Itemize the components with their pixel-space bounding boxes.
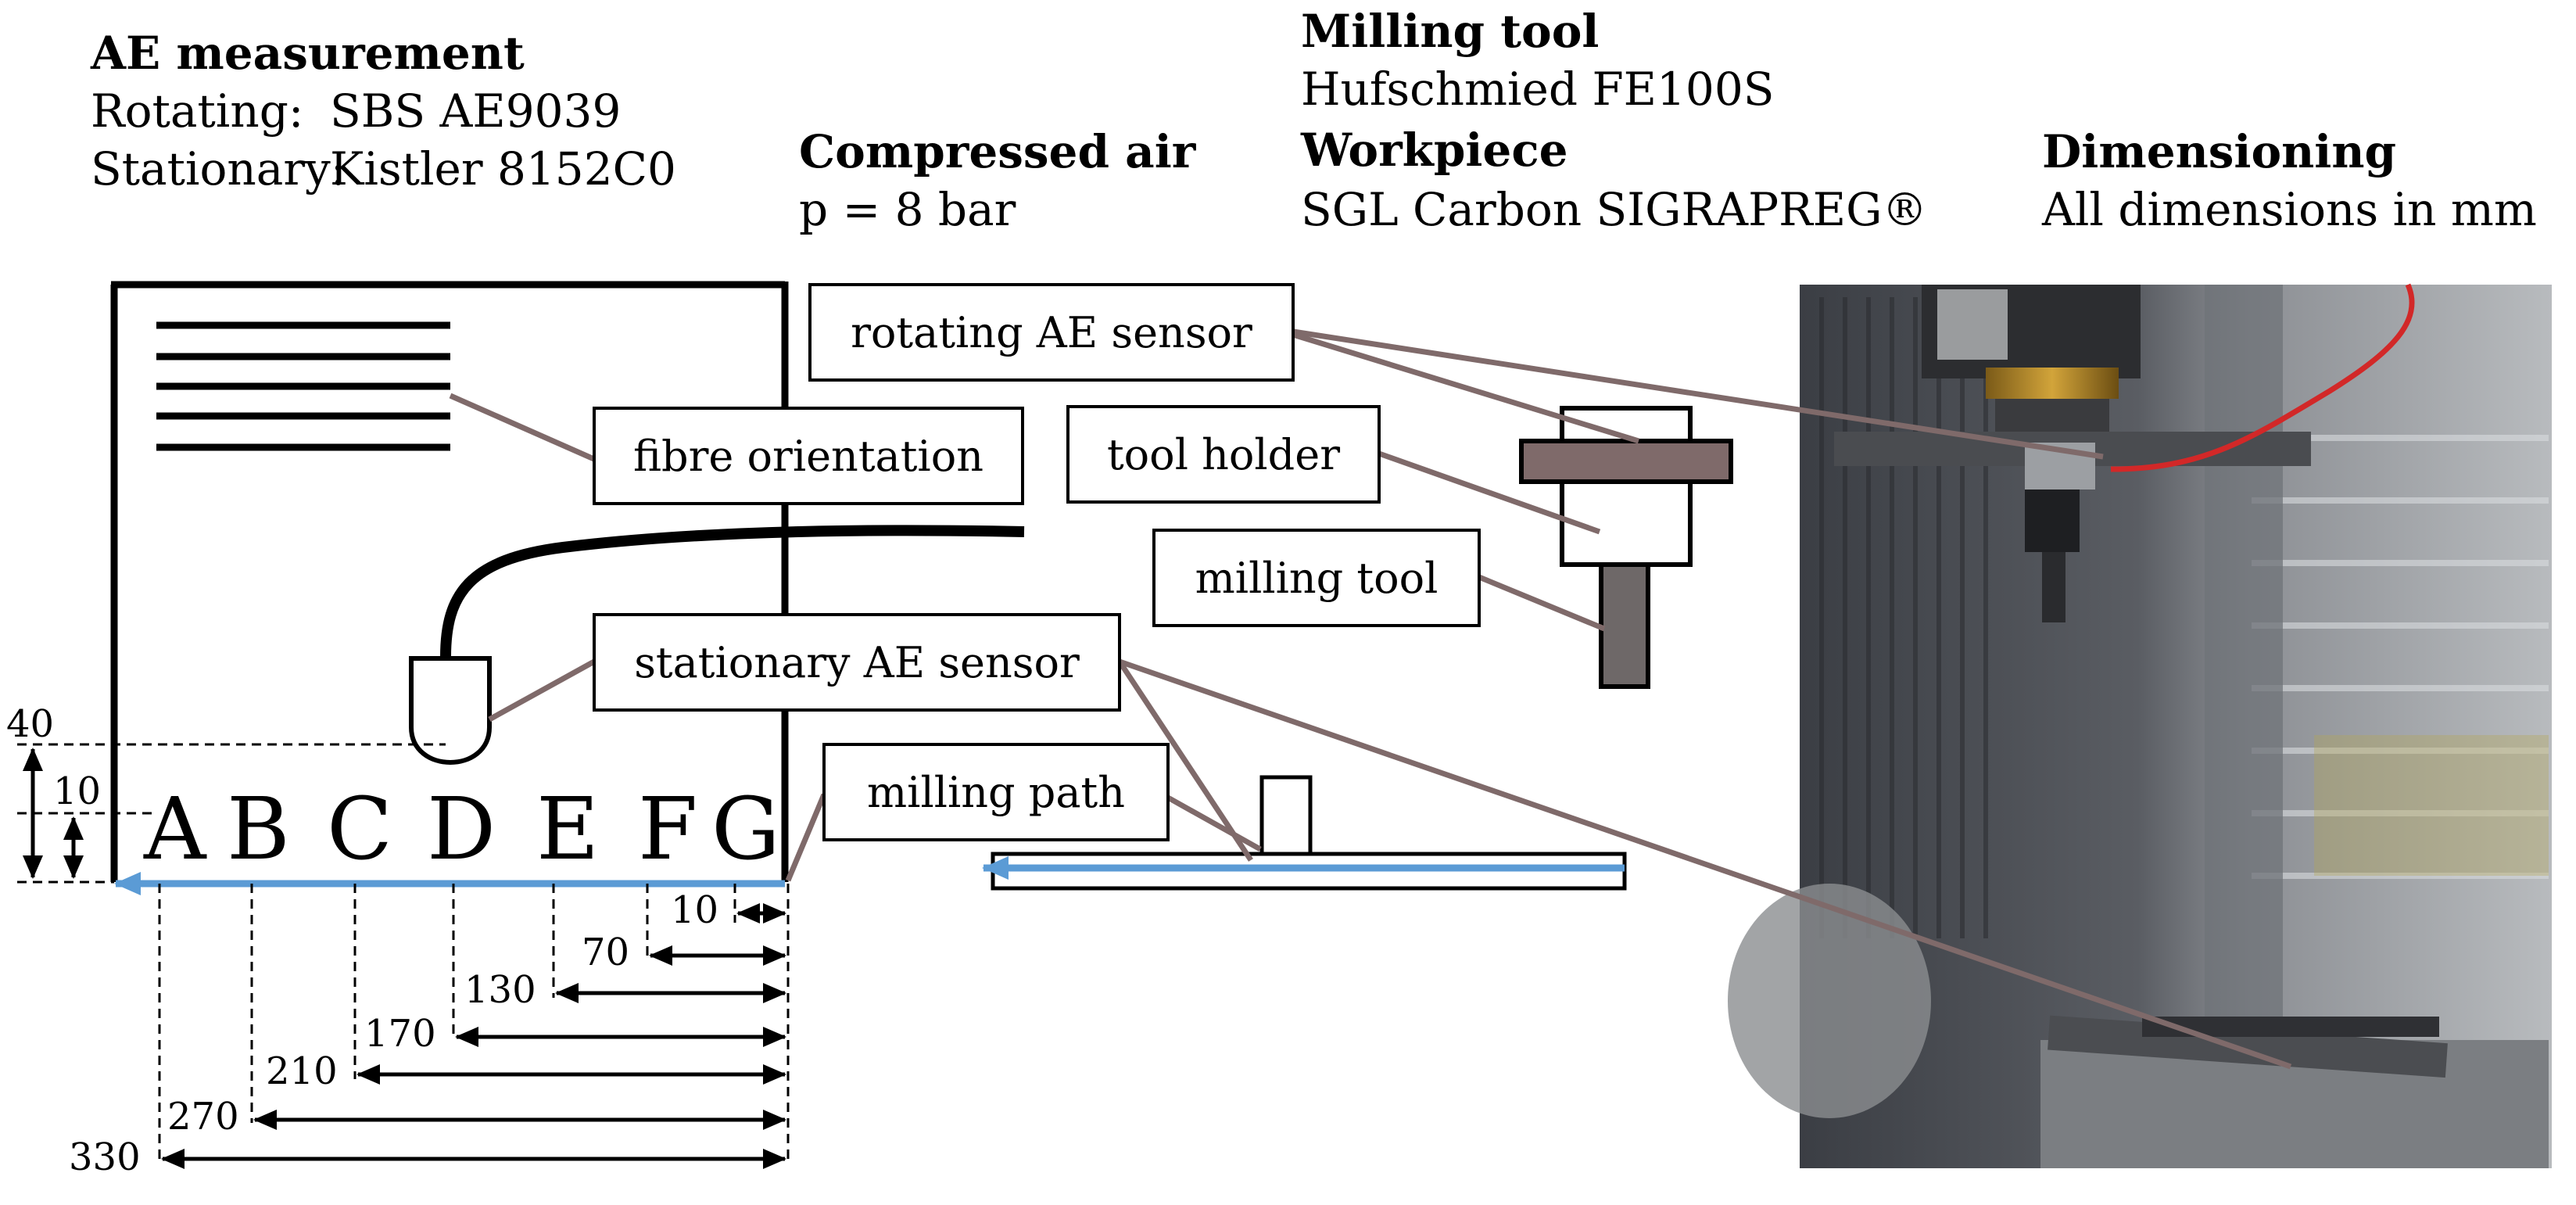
callout-fibre-orientation-label: fibre orientation <box>633 432 983 481</box>
ae-rotating-value: SBS AE9039 <box>330 84 621 138</box>
horizontal-dimension-lines <box>158 884 790 1169</box>
callout-fibre-orientation: fibre orientation <box>593 407 1024 505</box>
dimension-270: 270 <box>167 1095 239 1139</box>
callout-rotating-sensor: rotating AE sensor <box>808 283 1295 382</box>
dimension-210: 210 <box>266 1049 338 1093</box>
ae-rotating-label: Rotating: <box>91 84 303 138</box>
milling-tool-shape <box>1599 562 1650 689</box>
leader-lines <box>449 328 2292 1070</box>
callout-tool-holder-label: tool holder <box>1107 430 1340 479</box>
callout-stationary-sensor: stationary AE sensor <box>593 613 1121 712</box>
position-letter-E: E <box>536 779 599 879</box>
dimension-10-vertical: 10 <box>53 769 101 813</box>
specimen-plate <box>110 281 789 882</box>
callout-milling-tool-label: milling tool <box>1195 554 1438 603</box>
dimension-70: 70 <box>582 931 629 974</box>
position-letter-C: C <box>327 779 392 879</box>
tool-holder-shape <box>1519 406 1733 567</box>
dimensioning-title: Dimensioning <box>2042 125 2396 178</box>
stationary-sensor-side-view <box>1259 775 1313 856</box>
callout-milling-path-label: milling path <box>867 768 1125 817</box>
position-letter-A: A <box>143 779 207 879</box>
dimension-40: 40 <box>6 702 54 746</box>
milling-tool-title: Milling tool <box>1301 5 1599 58</box>
ae-measurement-title: AE measurement <box>90 27 525 80</box>
compressed-air-title: Compressed air <box>799 125 1197 178</box>
callout-rotating-sensor-label: rotating AE sensor <box>851 308 1252 357</box>
workpiece-title: Workpiece <box>1300 124 1568 177</box>
vertical-dimension-lines <box>17 743 446 884</box>
position-letter-G: G <box>711 779 780 879</box>
dimension-330: 330 <box>69 1135 141 1179</box>
position-letter-D: D <box>427 779 496 879</box>
compressed-air-value: p = 8 bar <box>799 183 1016 236</box>
stationary-sensor-shape <box>409 656 492 765</box>
dimension-130: 130 <box>464 968 536 1012</box>
ae-stationary-value: Kistler 8152C0 <box>330 142 676 195</box>
callout-stationary-sensor-label: stationary AE sensor <box>634 638 1080 687</box>
ae-stationary-label: Stationary: <box>91 142 346 195</box>
callout-tool-holder: tool holder <box>1066 405 1381 504</box>
dimension-170: 170 <box>364 1012 436 1056</box>
position-letter-B: B <box>227 779 290 879</box>
milling-tool-value: Hufschmied FE100S <box>1301 63 1774 116</box>
callout-milling-path: milling path <box>822 743 1170 841</box>
compressed-air-hose <box>440 525 1025 658</box>
fibre-lines <box>156 321 450 451</box>
workpiece-value: SGL Carbon SIGRAPREG® <box>1301 183 1927 236</box>
dimensioning-value: All dimensions in mm <box>2041 183 2537 236</box>
dimension-10: 10 <box>671 888 718 932</box>
callout-milling-tool: milling tool <box>1152 529 1481 627</box>
position-letter-F: F <box>638 779 697 879</box>
